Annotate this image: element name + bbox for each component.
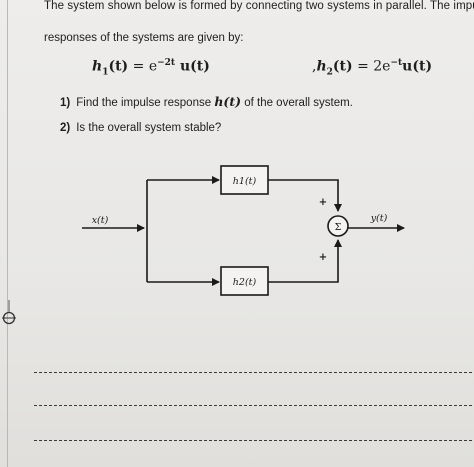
question-2: 2)Is the overall system stable? xyxy=(60,122,222,134)
plus-sign-bottom: + xyxy=(319,252,327,263)
margin-line xyxy=(7,0,8,467)
sum-symbol: Σ xyxy=(335,222,342,233)
block-h1 xyxy=(220,165,269,195)
block-h2 xyxy=(220,266,269,296)
plus-sign-top: + xyxy=(319,197,327,208)
question-1: 1)Find the impulse response h(t) of the … xyxy=(60,94,353,109)
output-label: y(t) xyxy=(370,213,388,224)
block2-label: h2(t) xyxy=(233,277,257,288)
answer-line-3 xyxy=(34,440,472,441)
summing-junction xyxy=(327,215,349,237)
block1-label: h1(t) xyxy=(233,176,257,187)
answer-line-1 xyxy=(34,372,472,373)
input-label: x(t) xyxy=(92,215,109,226)
answer-line-2 xyxy=(34,405,472,406)
equation-h2: ,h2(t) = 2e−tu(t) xyxy=(312,58,433,78)
margin-marker xyxy=(2,300,16,325)
equation-h1: h1(t) = e−2t u(t) xyxy=(92,58,210,78)
block2-output-arrow xyxy=(268,239,342,283)
intro-line-2: responses of the systems are given by: xyxy=(44,32,244,44)
block1-output-arrow xyxy=(268,179,342,212)
intro-line-1: The system shown below is formed by conn… xyxy=(44,0,474,12)
